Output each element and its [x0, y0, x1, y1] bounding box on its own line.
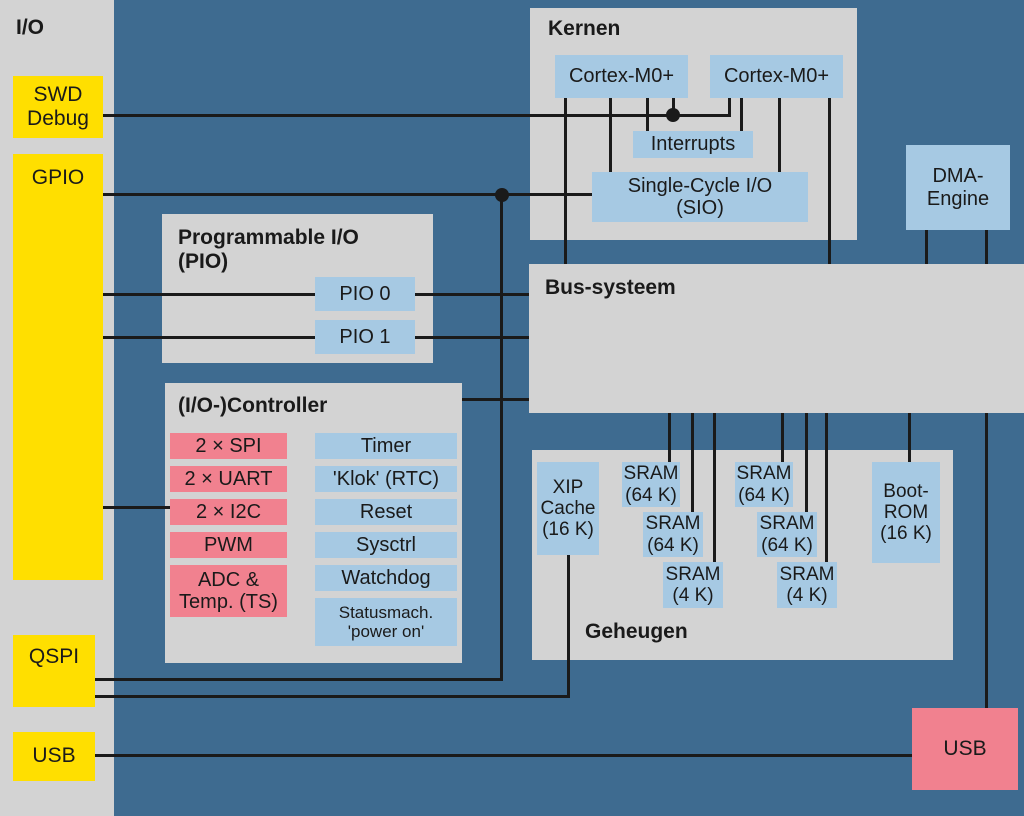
- core2-sio-vertical: [778, 98, 781, 172]
- core1-sio-vertical: [609, 98, 612, 172]
- bus-title: Bus-systeem: [545, 276, 676, 299]
- qspi-line-2: [95, 695, 570, 698]
- xip-cache-box: XIP Cache (16 K): [537, 462, 599, 555]
- uart-box: 2 × UART: [170, 466, 287, 492]
- sram-64k-box-1: SRAM (64 K): [622, 462, 680, 507]
- io-sidebar-title: I/O: [16, 16, 45, 39]
- spi-box: 2 × SPI: [170, 433, 287, 459]
- qspi-label: QSPI: [28, 645, 80, 668]
- cortex-m0-box-1: Cortex-M0+: [555, 55, 688, 98]
- reset-box: Reset: [315, 499, 457, 525]
- sram-64k-box-2: SRAM (64 K): [643, 512, 703, 557]
- pwm-box: PWM: [170, 532, 287, 558]
- swd-core1-stub: [672, 98, 675, 117]
- i2c-box: 2 × I2C: [170, 499, 287, 525]
- dma-bus-vertical-2: [985, 230, 988, 264]
- gpio-box: GPIO: [13, 154, 103, 580]
- boot-rom-box: Boot- ROM (16 K): [872, 462, 940, 563]
- core1-interrupts-vertical: [646, 98, 649, 131]
- kernen-title: Kernen: [548, 17, 621, 40]
- timer-box: Timer: [315, 433, 457, 459]
- bus-usb-vertical: [985, 413, 988, 708]
- bus-sram5-vertical: [805, 413, 808, 512]
- watchdog-box: Watchdog: [315, 565, 457, 591]
- core1-bus-vertical: [564, 98, 567, 264]
- controller-title: (I/O-)Controller: [178, 394, 328, 417]
- rtc-box: 'Klok' (RTC): [315, 466, 457, 492]
- sram-64k-box-3: SRAM (64 K): [735, 462, 793, 507]
- sio-box: Single-Cycle I/O (SIO): [592, 172, 808, 222]
- bus-sram4-vertical: [781, 413, 784, 462]
- gpio-sio-line: [103, 193, 592, 196]
- bus-panel: [529, 264, 1024, 413]
- swd-core2-elbow: [728, 98, 731, 117]
- pio0-box: PIO 0: [315, 277, 415, 311]
- sysctrl-box: Sysctrl: [315, 532, 457, 558]
- sram-4k-box-1: SRAM (4 K): [663, 562, 723, 608]
- usb-line: [95, 754, 912, 757]
- core2-bus-vertical: [828, 98, 831, 264]
- sram-4k-box-2: SRAM (4 K): [777, 562, 837, 608]
- bus-sram6-vertical: [825, 413, 828, 562]
- swd-line: [103, 114, 731, 117]
- gpio-label: GPIO: [31, 166, 85, 189]
- usb-io-box: USB: [13, 732, 95, 781]
- power-on-statemachine-box: Statusmach. 'power on': [315, 598, 457, 646]
- gpio-controller-line: [103, 506, 170, 509]
- pio-title: Programmable I/O (PIO): [178, 226, 359, 274]
- qspi-box: QSPI: [13, 635, 95, 707]
- controller-bus-line: [462, 398, 529, 401]
- swd-debug-box: SWD Debug: [13, 76, 103, 138]
- usb-device-box: USB: [912, 708, 1018, 790]
- bus-bootrom-vertical: [908, 413, 911, 462]
- bus-sram2-vertical: [691, 413, 694, 512]
- pio1-box: PIO 1: [315, 320, 415, 354]
- adc-temp-box: ADC & Temp. (TS): [170, 565, 287, 617]
- bus-sram1-vertical: [668, 413, 671, 462]
- gpio-qspi-vertical: [500, 194, 503, 681]
- cortex-m0-box-2: Cortex-M0+: [710, 55, 843, 98]
- interrupts-box: Interrupts: [633, 131, 753, 158]
- junction-dot-gpio: [495, 188, 509, 202]
- bus-sram3-vertical: [713, 413, 716, 562]
- memory-title: Geheugen: [585, 620, 688, 643]
- qspi-xip-vertical: [567, 555, 570, 698]
- dma-bus-vertical-1: [925, 230, 928, 264]
- sram-64k-box-4: SRAM (64 K): [757, 512, 817, 557]
- qspi-line-1: [95, 678, 503, 681]
- core2-interrupts-vertical: [740, 98, 743, 131]
- junction-dot-swd: [666, 108, 680, 122]
- dma-engine-box: DMA- Engine: [906, 145, 1010, 230]
